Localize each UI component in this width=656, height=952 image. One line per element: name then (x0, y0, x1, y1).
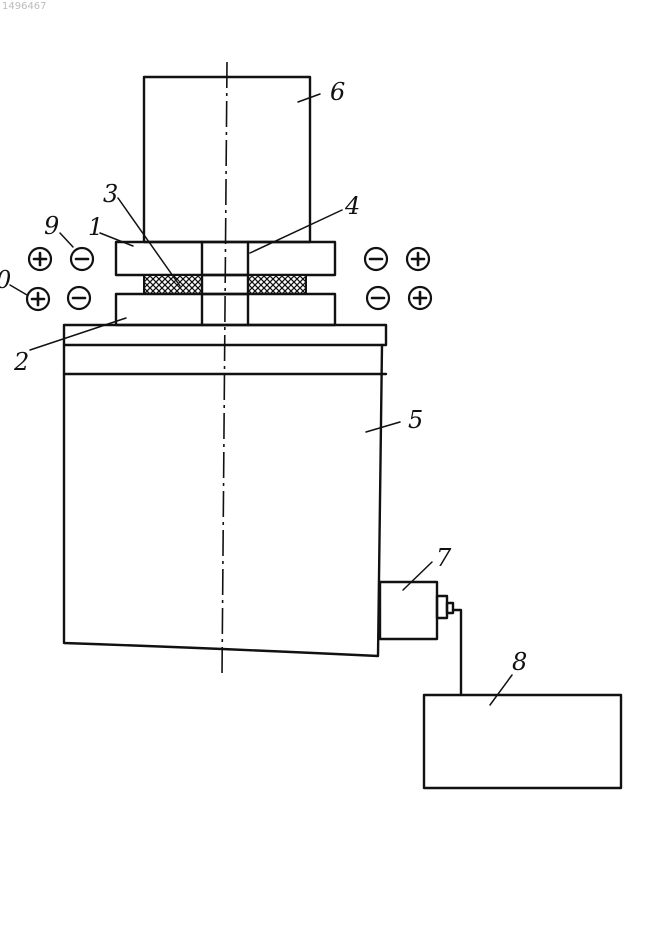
charge-plus-icon-left-lower (27, 288, 49, 310)
charge-plus-icon-left-upper (29, 248, 51, 270)
sensor-pin (447, 603, 453, 613)
label-0: 0 (0, 266, 11, 294)
charge-minus-icon-left-lower (68, 287, 90, 309)
label-3: 3 (103, 180, 118, 208)
leader-5 (366, 422, 400, 432)
leader-0 (10, 285, 27, 295)
charge-minus-icon-right-upper (365, 248, 387, 270)
label-4: 4 (344, 192, 360, 220)
label-2: 2 (13, 348, 29, 376)
leader-8 (490, 675, 512, 705)
recorder-8 (424, 695, 621, 788)
center-axis (222, 62, 227, 676)
label-9: 9 (44, 212, 59, 240)
powder-layer-right-3 (248, 275, 306, 294)
leader-4 (250, 210, 342, 253)
leader-9 (60, 233, 73, 247)
charge-plus-icon-right-upper (407, 248, 429, 270)
charge-minus-icon-left-upper (71, 248, 93, 270)
label-8: 8 (512, 648, 527, 676)
label-7: 7 (436, 544, 452, 572)
label-5: 5 (408, 406, 423, 434)
charge-minus-icon-right-lower (367, 287, 389, 309)
label-6: 6 (330, 78, 345, 106)
label-1: 1 (88, 213, 103, 241)
document-id: 1496467 (2, 1, 47, 12)
sensor-cable (453, 610, 461, 695)
powder-layer-left-3 (144, 275, 202, 294)
charge-plus-icon-right-lower (409, 287, 431, 309)
sensor-connector (437, 596, 447, 618)
leader-7 (403, 562, 432, 590)
sensor-7 (380, 582, 437, 639)
